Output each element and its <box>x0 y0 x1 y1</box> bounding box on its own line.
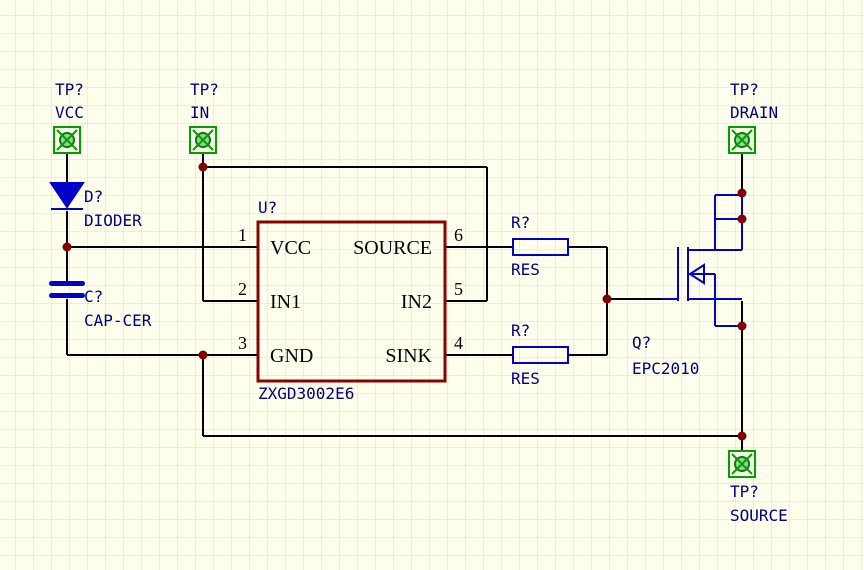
testpoint-vcc-comment: VCC <box>55 103 84 122</box>
resistor-icon <box>512 346 569 364</box>
diode[interactable]: D? DIODER <box>49 182 142 230</box>
resistor-1[interactable]: R? RES <box>511 213 569 279</box>
ic-zxgd3002e6[interactable]: U? 1 2 3 6 5 4 VCC IN1 GND SOURCE IN2 SI… <box>238 198 463 403</box>
diode-designator: D? <box>84 187 103 206</box>
testpoint-in-comment: IN <box>190 103 209 122</box>
testpoint-in[interactable]: TP? IN <box>189 80 219 154</box>
ic-pin-1-name: VCC <box>270 237 311 259</box>
ic-pin-6-number: 6 <box>454 225 463 245</box>
ic-comment: ZXGD3002E6 <box>258 384 354 403</box>
diode-icon <box>49 182 85 210</box>
testpoint-vcc-designator: TP? <box>55 80 84 99</box>
transistor-comment: EPC2010 <box>632 359 699 378</box>
resistor-2-comment: RES <box>511 369 540 388</box>
ic-pin-3-number: 3 <box>238 333 247 353</box>
resistor-2-designator: R? <box>511 321 530 340</box>
ic-pin-4-number: 4 <box>454 333 463 353</box>
testpoint-drain-designator: TP? <box>730 80 759 99</box>
ic-pin-4-name: SINK <box>385 345 432 367</box>
ic-pin-2-name: IN1 <box>270 291 301 313</box>
junctions <box>62 162 747 441</box>
ic-pin-3-name: GND <box>270 345 313 367</box>
junction-dot <box>602 294 612 304</box>
testpoint-icon <box>53 126 81 154</box>
testpoint-drain[interactable]: TP? DRAIN <box>728 80 778 154</box>
testpoint-source-designator: TP? <box>730 482 759 501</box>
capacitor-comment: CAP-CER <box>84 311 152 330</box>
diode-comment: DIODER <box>84 211 142 230</box>
nmos-transistor-icon <box>662 194 743 327</box>
junction-dot <box>62 242 72 252</box>
transistor[interactable]: Q? EPC2010 <box>632 194 743 378</box>
testpoint-in-designator: TP? <box>190 80 219 99</box>
testpoint-source[interactable]: TP? SOURCE <box>728 450 788 525</box>
testpoint-source-comment: SOURCE <box>730 506 788 525</box>
ic-pin-5-number: 5 <box>454 279 463 299</box>
ic-body <box>256 220 447 383</box>
junction-dot <box>737 188 747 198</box>
testpoint-icon <box>728 450 756 478</box>
ic-pin-6-name: SOURCE <box>353 237 432 259</box>
testpoint-drain-comment: DRAIN <box>730 103 778 122</box>
ic-designator: U? <box>258 198 277 217</box>
testpoint-vcc[interactable]: TP? VCC <box>53 80 84 154</box>
ic-pin-1-number: 1 <box>238 225 247 245</box>
ic-pin-5-name: IN2 <box>401 291 432 313</box>
testpoint-icon <box>728 126 756 154</box>
resistor-1-comment: RES <box>511 260 540 279</box>
junction-dot <box>198 162 208 172</box>
capacitor-designator: C? <box>84 287 103 306</box>
resistor-icon <box>512 238 569 256</box>
capacitor[interactable]: C? CAP-CER <box>49 281 152 330</box>
testpoint-icon <box>189 126 217 154</box>
resistor-2[interactable]: R? RES <box>511 321 569 388</box>
junction-dot <box>737 431 747 441</box>
capacitor-icon <box>49 281 85 298</box>
ic-pin-2-number: 2 <box>238 279 247 299</box>
junction-dot <box>198 350 208 360</box>
transistor-designator: Q? <box>632 333 651 352</box>
resistor-1-designator: R? <box>511 213 530 232</box>
junction-dot <box>737 321 747 331</box>
junction-dot <box>737 214 747 224</box>
